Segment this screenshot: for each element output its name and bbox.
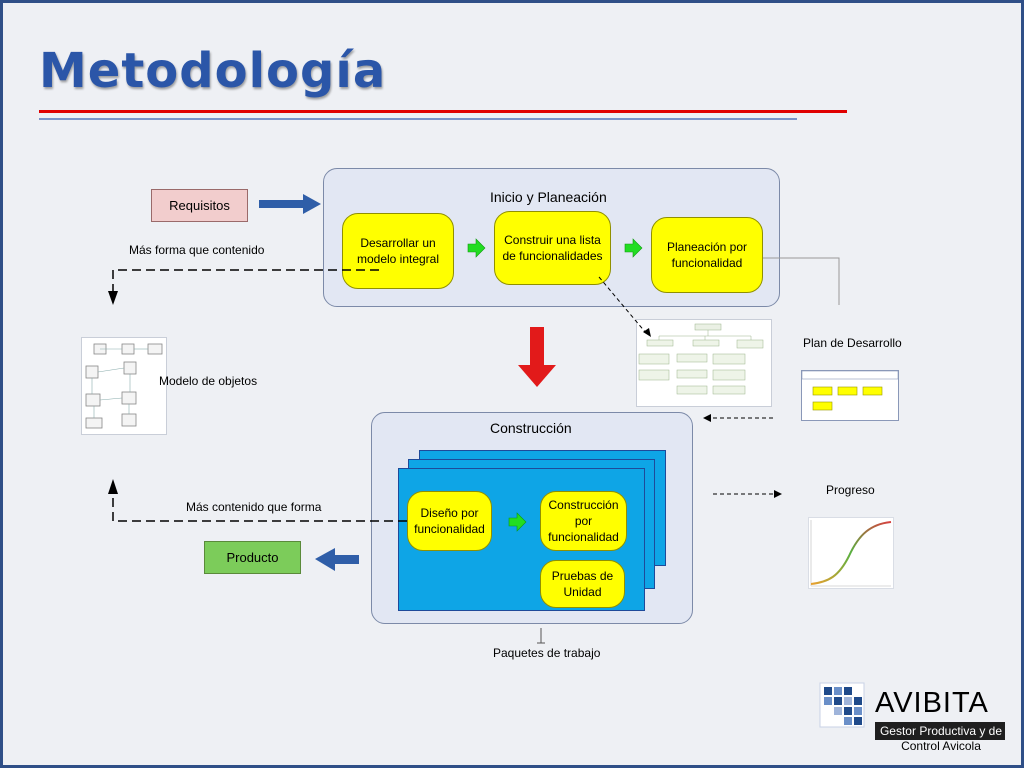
avibita-logo-bar — [875, 722, 1005, 740]
avibita-logo-name: AVIBITA — [875, 687, 989, 719]
red-down-arrow — [518, 327, 556, 387]
paquetes-bracket — [537, 628, 545, 644]
construccion-title: Construcción — [490, 420, 572, 436]
inicio-planeacion-title: Inicio y Planeación — [490, 189, 607, 205]
mas-contenido-arrowhead — [108, 479, 118, 494]
producto-box: Producto — [204, 541, 301, 574]
slide-title: Metodología — [39, 43, 387, 99]
progreso-label: Progreso — [826, 483, 875, 497]
uml-diagram-icon — [85, 343, 163, 429]
step-construir-lista: Construir una lista de funcionalidades — [494, 211, 611, 285]
green-arrow-1 — [467, 238, 486, 258]
step-diseno-funcionalidad: Diseño por funcionalidad — [407, 491, 492, 551]
step-desarrollar-modelo: Desarrollar un modelo integral — [342, 213, 454, 289]
green-arrow-2 — [624, 238, 643, 258]
feature-tree-icon — [638, 323, 764, 395]
step-pruebas-unidad: Pruebas de Unidad — [540, 560, 625, 608]
plan-desarrollo-thumbnail — [801, 370, 899, 421]
requisitos-box: Requisitos — [151, 189, 248, 222]
lista-to-features-connector — [598, 276, 647, 334]
requisitos-arrow — [259, 194, 321, 214]
mas-forma-arrowhead — [108, 291, 118, 305]
modelo-objetos-thumbnail — [81, 337, 167, 435]
avibita-logo: AVIBITA Gestor Productiva y de Control A… — [818, 681, 1008, 753]
modelo-objetos-label: Modelo de objetos — [159, 374, 258, 388]
mas-contenido-dashed-connector — [112, 493, 407, 522]
plan-to-construccion-arrowhead — [703, 414, 711, 422]
green-arrow-3 — [508, 512, 527, 532]
plan-desarrollo-label: Plan de Desarrollo — [803, 336, 902, 350]
step-construccion-funcionalidad: Construcción por funcionalidad — [540, 491, 627, 551]
mas-forma-label: Más forma que contenido — [129, 243, 265, 257]
progreso-chart-thumbnail — [808, 517, 894, 589]
title-rule-blue — [39, 118, 797, 120]
feature-list-thumbnail — [636, 319, 772, 407]
lista-to-features-arrowhead — [643, 328, 651, 337]
paquetes-label: Paquetes de trabajo — [493, 646, 601, 660]
producto-arrow — [315, 548, 359, 571]
step-planeacion-funcionalidad: Planeación por funcionalidad — [651, 217, 763, 293]
avibita-logo-icon — [819, 682, 865, 728]
mas-forma-dashed-connector — [112, 269, 379, 293]
avibita-tagline-2: Control Avicola — [901, 739, 981, 753]
s-curve-icon — [810, 520, 892, 587]
avibita-tagline-1: Gestor Productiva y de — [879, 724, 1003, 738]
connectors-layer — [108, 194, 840, 644]
planeacion-to-plan-line — [763, 257, 840, 305]
mas-contenido-label: Más contenido que forma — [186, 500, 322, 514]
to-progreso-arrowhead — [774, 490, 782, 498]
title-rule-red — [39, 110, 847, 113]
